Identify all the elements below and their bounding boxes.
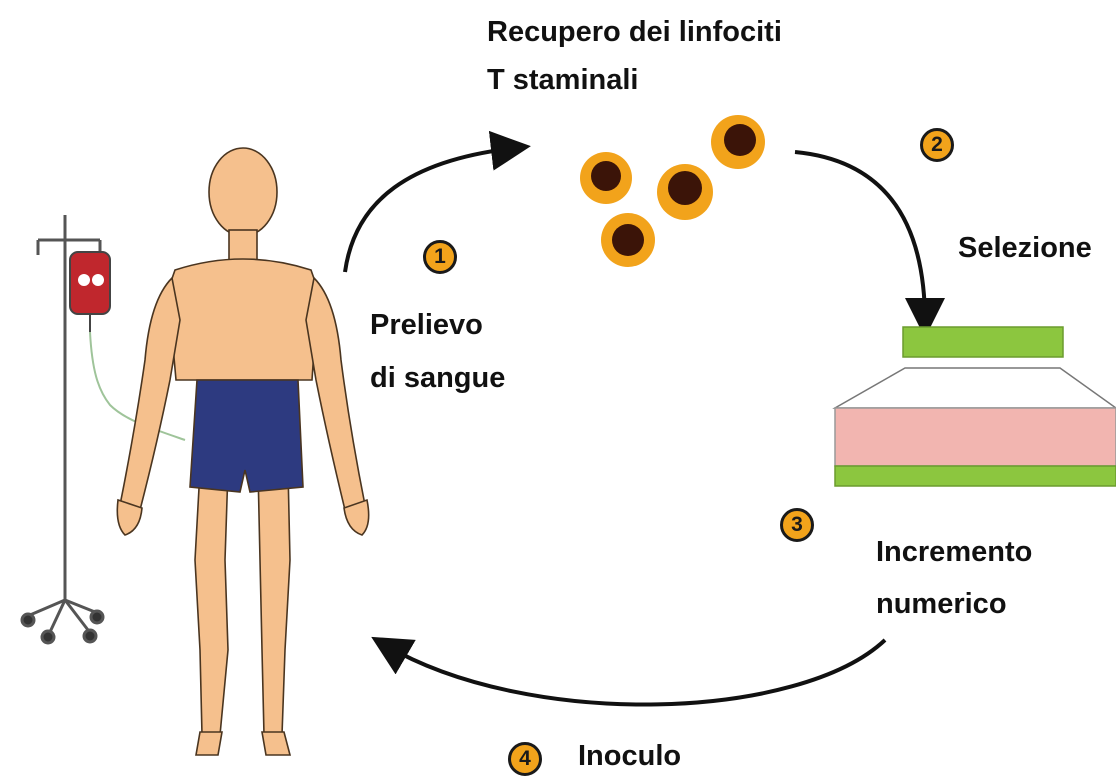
label-expansion-line2: numerico xyxy=(876,584,1007,624)
arrow-inoculation xyxy=(385,640,885,705)
step-1-badge: 1 xyxy=(423,240,457,274)
label-draw-line1: Prelievo xyxy=(370,305,483,345)
arrow-cells-to-selection xyxy=(795,152,925,322)
label-draw-line2: di sangue xyxy=(370,358,505,398)
label-expansion-line1: Incremento xyxy=(876,532,1032,572)
step-2-badge: 2 xyxy=(920,128,954,162)
label-recovery-line1: Recupero dei linfociti xyxy=(487,12,782,52)
t-cell-icon xyxy=(580,115,765,267)
step-3-badge: 3 xyxy=(780,508,814,542)
culture-dish-icon xyxy=(835,327,1116,486)
step-4-badge: 4 xyxy=(508,742,542,776)
label-recovery-line2: T staminali xyxy=(487,60,639,100)
label-selection: Selezione xyxy=(958,228,1092,268)
human-figure xyxy=(117,148,368,755)
label-inoculation: Inoculo xyxy=(578,736,681,776)
